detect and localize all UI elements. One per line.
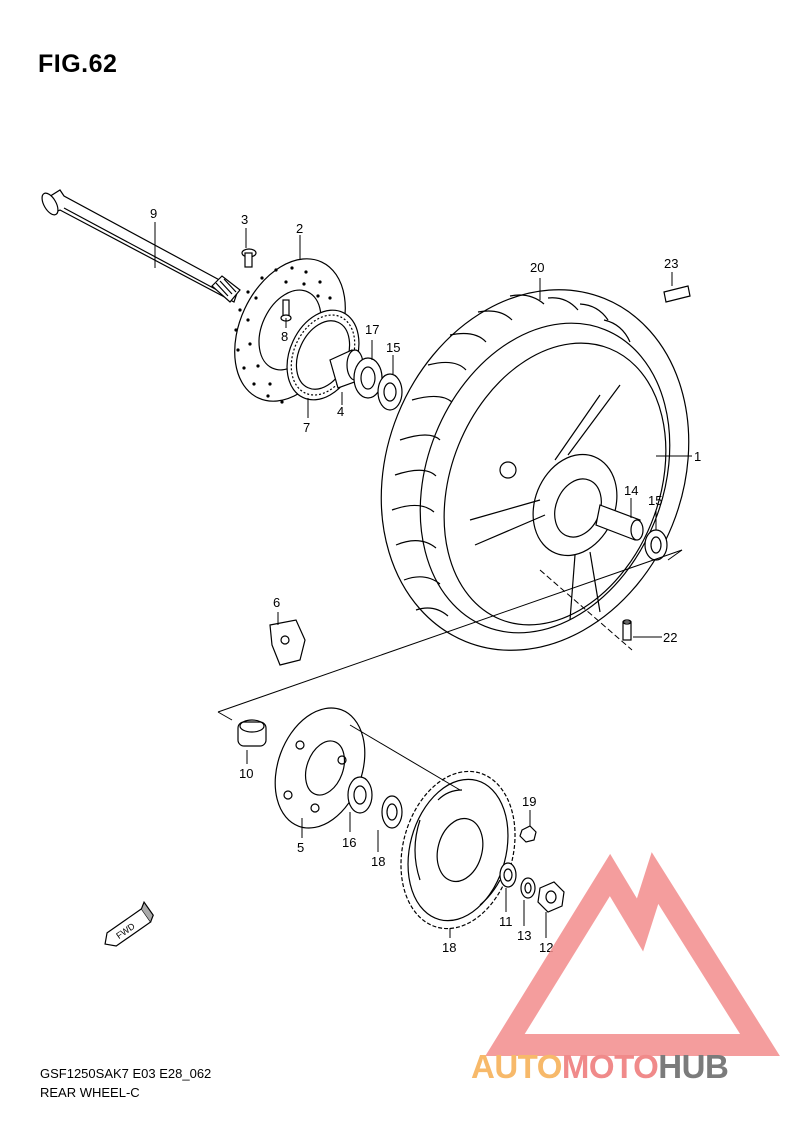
callout-label: 2 [296,221,303,236]
callout-label: 18 [371,854,385,869]
callout-label: 6 [273,595,280,610]
callout-label: 3 [241,212,248,227]
diagram-name-caption: REAR WHEEL-C [40,1085,140,1100]
callout-label: 4 [337,404,344,419]
callout-label: 14 [624,483,638,498]
diagram-code-caption: GSF1250SAK7 E03 E28_062 [40,1066,212,1081]
callout-label: 7 [303,420,310,435]
valve-part [622,619,632,641]
clamp-part [269,619,306,666]
leader-lines [154,222,692,938]
watermark-text: AUTOMOTOHUB [471,1048,729,1086]
balancer-part [663,285,691,303]
axle-nut-part [537,881,565,913]
callout-label: 18 [442,940,456,955]
callout-label: 17 [365,322,379,337]
callout-label: 1 [694,449,701,464]
assembly-guide-lines [217,549,683,791]
callout-label: 13 [517,928,531,943]
callout-label: 19 [522,794,536,809]
callout-label: 22 [663,630,677,645]
callout-label: 15 [648,493,662,508]
callout-label: 9 [150,206,157,221]
callout-label: 15 [386,340,400,355]
figure-title: FIG.62 [38,50,118,78]
oil-seal-part [381,795,403,829]
callout-labels: 9 3 2 8 17 15 4 7 20 23 1 14 15 22 6 10 … [150,206,701,955]
callout-label: 16 [342,835,356,850]
washer-13-part [520,877,536,899]
sprocket-nut-part [519,825,537,843]
watermark-part-moto: MOTO [561,1048,659,1085]
sprocket-drum-part [274,707,366,829]
upper-bearings-part [353,357,403,411]
callout-label: 11 [499,914,513,929]
disc-bolt-part [241,248,257,268]
callout-label: 5 [297,840,304,855]
callout-label: 8 [281,329,288,344]
damper-part [237,719,267,747]
rear-wheel-tire-part [380,289,690,651]
callout-label: 20 [530,260,544,275]
callout-label: 23 [664,256,678,271]
watermark-logo-icon [485,852,780,1056]
callout-label: 10 [239,766,253,781]
forward-arrow-icon: FWD [104,900,154,947]
sensor-bolt-part [280,299,292,322]
washer-part [499,862,517,888]
axle-part [41,189,241,303]
callout-label: 12 [539,940,553,955]
lower-bearing-part [347,776,373,814]
watermark-part-hub: HUB [658,1048,729,1085]
watermark-part-auto: AUTO [471,1048,562,1085]
